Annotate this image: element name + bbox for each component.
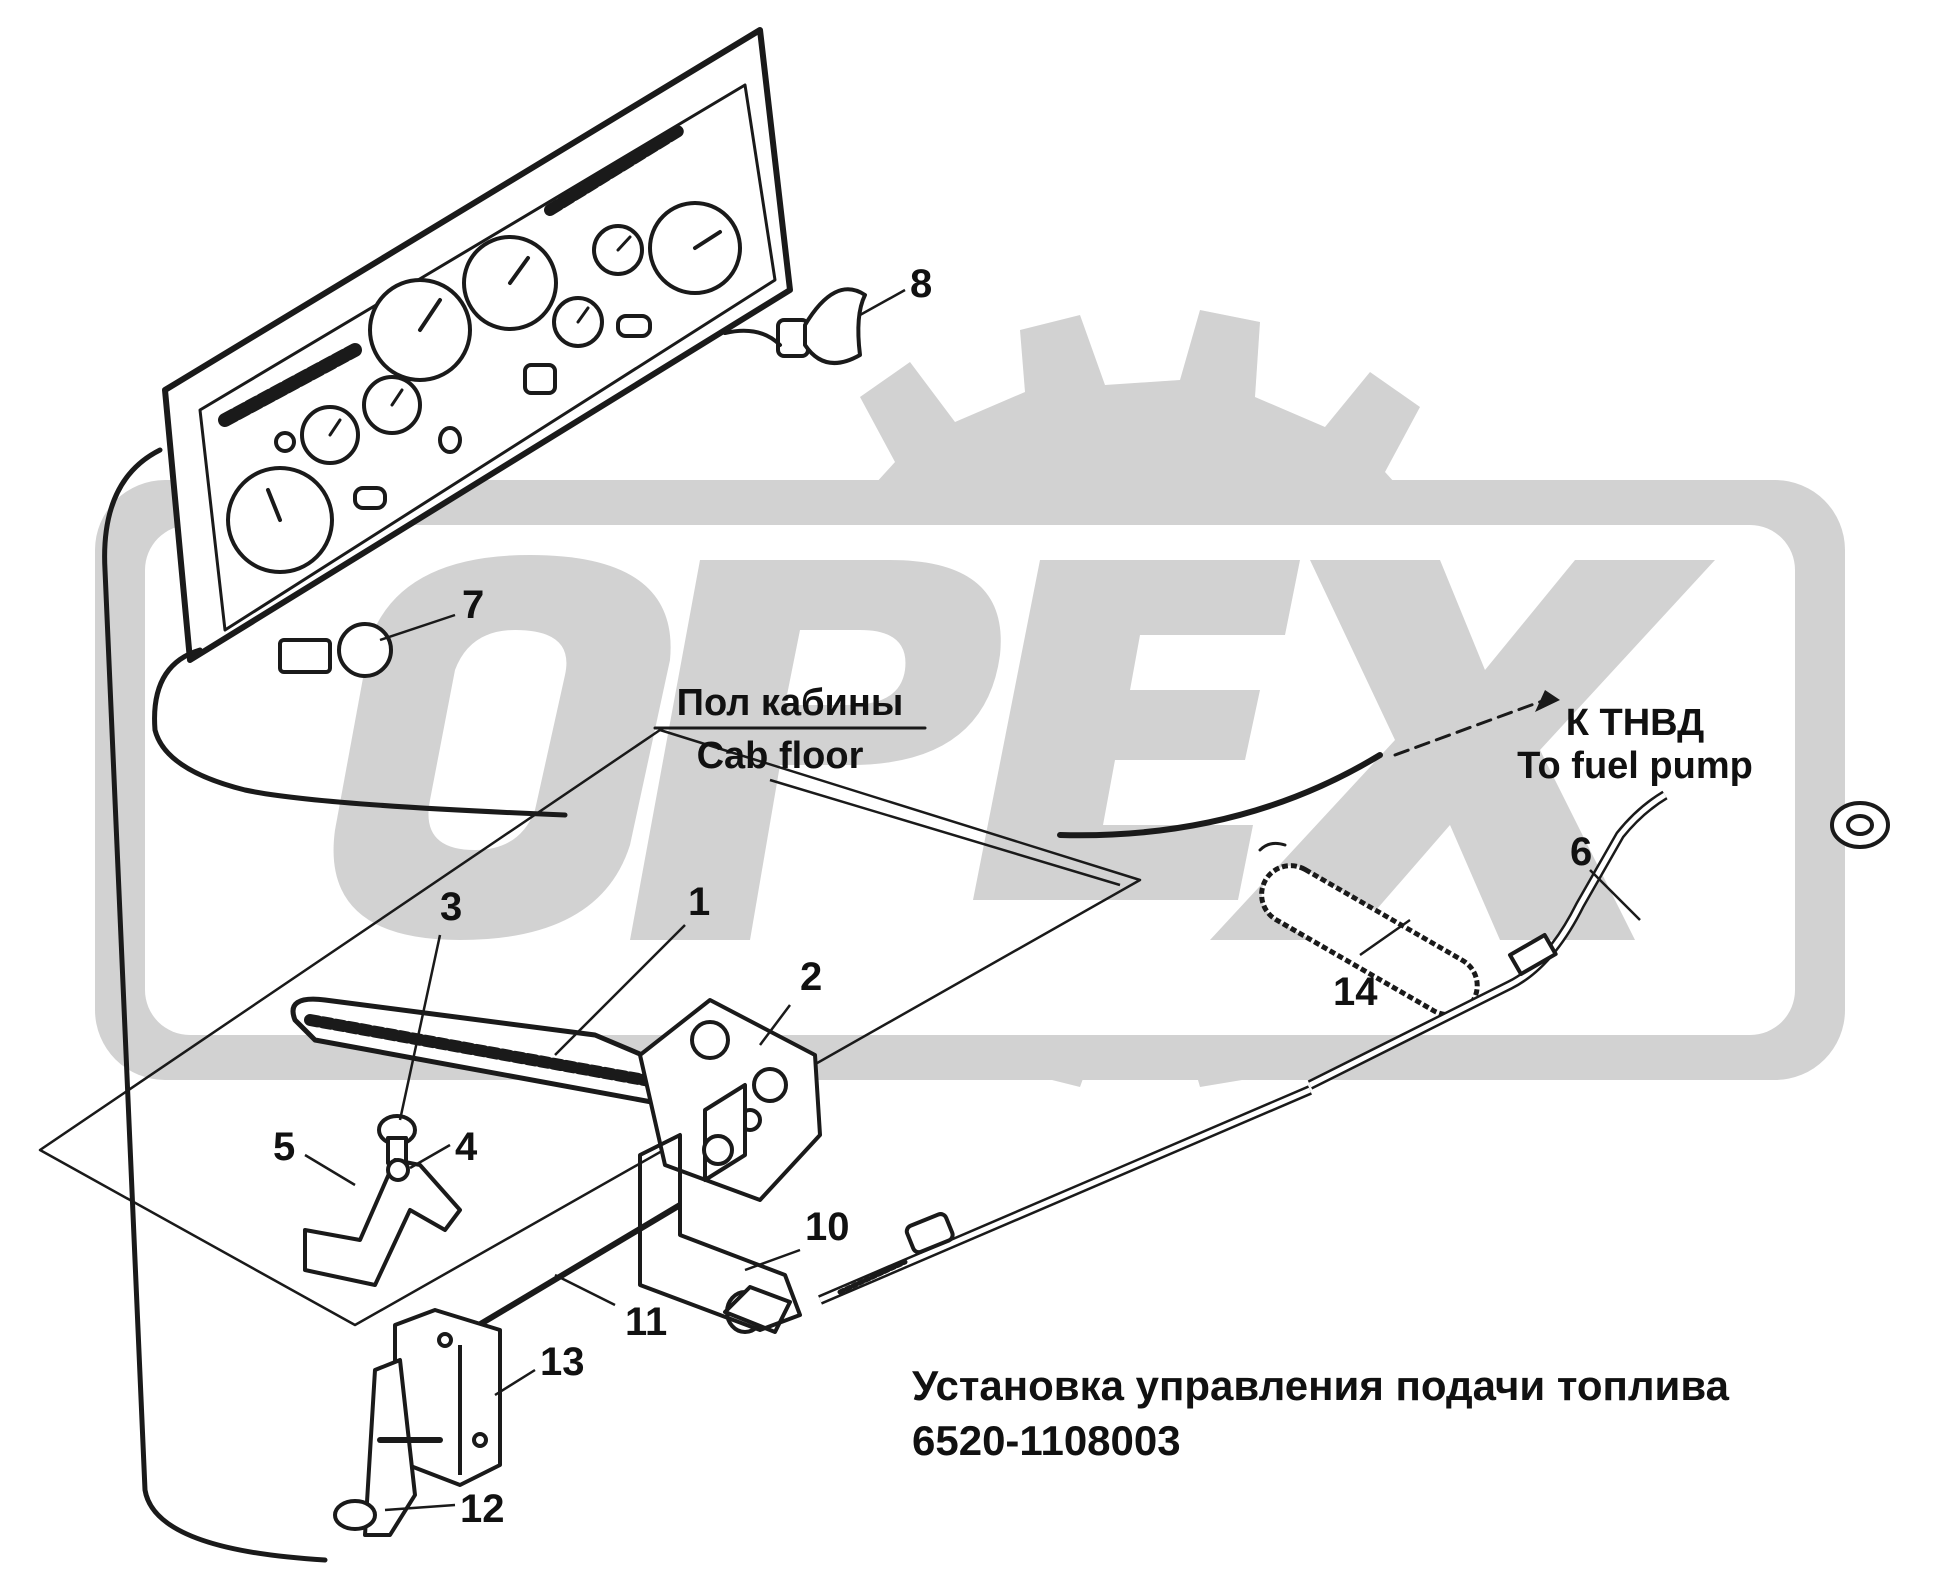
part-8-hand-throttle-knob [776, 287, 867, 365]
callout-leaders [304, 288, 1641, 1512]
callout-10: 10 [805, 1205, 850, 1249]
cable-knob-8 [723, 328, 782, 347]
pedal-lever-arm [638, 1133, 802, 1332]
caption-title: Установка управления подачи топлива [912, 1362, 1730, 1409]
gauge-large-left [226, 466, 334, 574]
cable-to-fuel-pump [1057, 752, 1383, 839]
callout-1: 1 [688, 880, 710, 924]
part-5-stop-bracket [303, 1158, 462, 1287]
callout-11: 11 [625, 1300, 667, 1344]
instrument-panel [162, 27, 793, 663]
gauge-small-3 [552, 296, 604, 348]
part-4-nut [386, 1158, 410, 1182]
cab-floor-annotation: Пол кабины Cab floor [653, 682, 927, 777]
callout-2: 2 [800, 955, 822, 999]
gauge-small-4 [592, 224, 644, 276]
cable-knob-7 [152, 647, 568, 818]
callout-12: 12 [460, 1487, 505, 1531]
callout-4: 4 [455, 1125, 478, 1169]
cab-floor-label-ru: Пол кабины [677, 682, 904, 724]
cab-floor-leader [769, 778, 1121, 887]
cab-floor-plane [38, 728, 1142, 1327]
callout-13: 13 [540, 1340, 585, 1384]
watermark-letters [333, 555, 1715, 940]
gauge-tachometer [462, 235, 558, 331]
fuel-pump-annotation: К ТНВД To fuel pump [1517, 702, 1753, 787]
rod-end-eye [1830, 801, 1890, 849]
callout-6: 6 [1570, 830, 1592, 874]
callout-14: 14 [1333, 970, 1378, 1014]
callout-8: 8 [910, 262, 932, 306]
gauge-small-1 [300, 405, 360, 465]
callout-labels: 1 2 3 4 5 6 7 8 10 11 12 13 14 [273, 262, 1592, 1531]
gauge-speedometer [368, 278, 472, 382]
gauge-large-right [648, 201, 742, 295]
panel-key-switch [523, 363, 557, 395]
panel-switch-3 [353, 486, 387, 510]
callout-5: 5 [273, 1125, 295, 1169]
cable-left-long [102, 447, 328, 1563]
fuel-pump-arrow-icon [1535, 690, 1560, 712]
diagram-caption: Установка управления подачи топлива 6520… [912, 1362, 1730, 1464]
accelerator-pedal [290, 996, 822, 1332]
panel-switch-4 [616, 314, 652, 338]
fuel-pump-label-en: To fuel pump [1517, 745, 1753, 787]
callout-7: 7 [462, 583, 484, 627]
callout-3: 3 [440, 885, 462, 929]
part-7-pull-knob [278, 622, 393, 678]
spring-bracket [1508, 933, 1558, 977]
part-6-fuel-pump-rod [1307, 790, 1890, 1090]
cab-floor-label-en: Cab floor [697, 735, 864, 777]
part-12-lower-lever [333, 1358, 443, 1537]
gauge-small-2 [362, 375, 422, 435]
fuel-pump-label-ru: К ТНВД [1566, 702, 1704, 744]
caption-part-number: 6520-1108003 [912, 1417, 1181, 1464]
panel-switch-1 [274, 431, 296, 453]
watermark-logo [95, 310, 1845, 1087]
pedal-stop-assembly [303, 1114, 462, 1287]
panel-switch-2 [438, 426, 462, 454]
cable-to-fuel-pump-dashed [1393, 698, 1547, 757]
